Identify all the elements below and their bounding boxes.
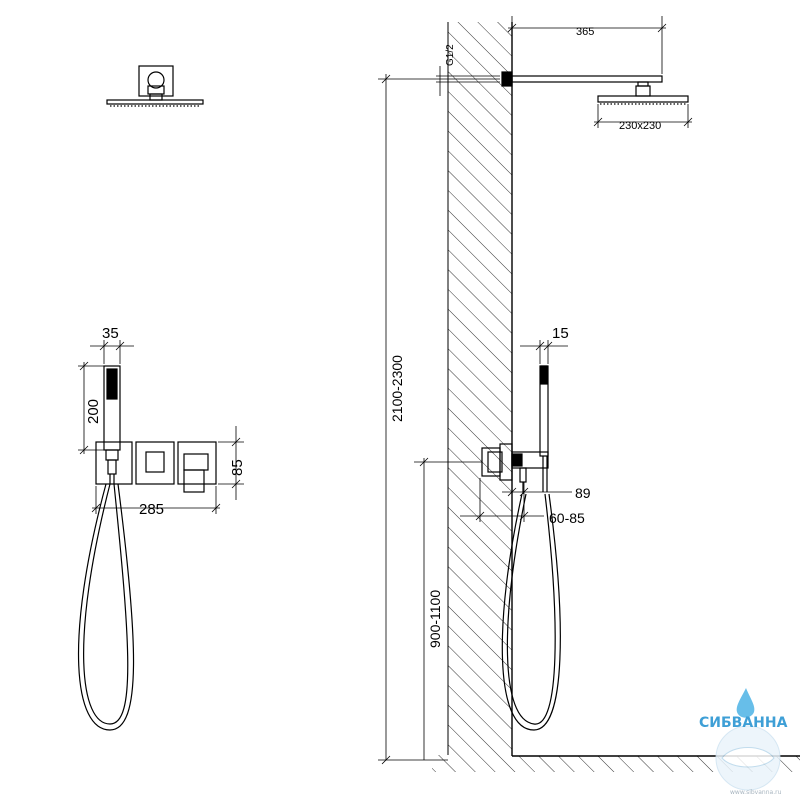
- shower-arm: [501, 71, 689, 105]
- dim-head-size-label: 230x230: [619, 120, 661, 132]
- dim-head-height: [378, 74, 500, 765]
- dim-thread-label: G1/2: [445, 44, 456, 66]
- dim-thread: [436, 66, 500, 96]
- rain-head-side-view: [106, 65, 204, 107]
- dim-arm-length: [507, 16, 667, 74]
- dim-head-height-label: 2100-2300: [389, 355, 405, 422]
- logo-name: СИБВАННА: [699, 715, 788, 731]
- dim-panel-height: [218, 426, 244, 500]
- dim-handset-width-label: 35: [102, 325, 119, 342]
- hand-shower-front: [77, 365, 135, 731]
- dim-handset-length-label: 200: [85, 399, 102, 424]
- dim-mixer-height: [414, 457, 482, 760]
- mixer-front-panels: [95, 441, 217, 493]
- dim-offset: [502, 482, 572, 500]
- dim-handset-length: [78, 361, 104, 455]
- dim-panel-width-label: 285: [139, 501, 164, 518]
- dim-panel-height-label: 85: [229, 459, 246, 476]
- dim-head-size: [593, 104, 693, 128]
- dim-handset-width: [90, 340, 134, 364]
- mixer-side-view: [481, 443, 549, 494]
- dim-handset-depth: [520, 340, 568, 364]
- dim-handset-depth-label: 15: [552, 325, 569, 342]
- dim-panel-width: [91, 486, 221, 514]
- dim-mixer-depth: [460, 478, 544, 522]
- dim-mixer-height-label: 900-1100: [427, 590, 443, 648]
- wall-section: [432, 22, 800, 772]
- dim-arm-length-label: 365: [576, 26, 594, 38]
- dim-mixer-depth-label: 60-85: [549, 510, 585, 526]
- dim-offset-label: 89: [575, 485, 591, 501]
- hand-shower-side: [501, 365, 561, 731]
- sibvanna-logo: СИБВАННА www.sibvanna.ru: [699, 688, 788, 796]
- logo-url: www.sibvanna.ru: [730, 789, 782, 796]
